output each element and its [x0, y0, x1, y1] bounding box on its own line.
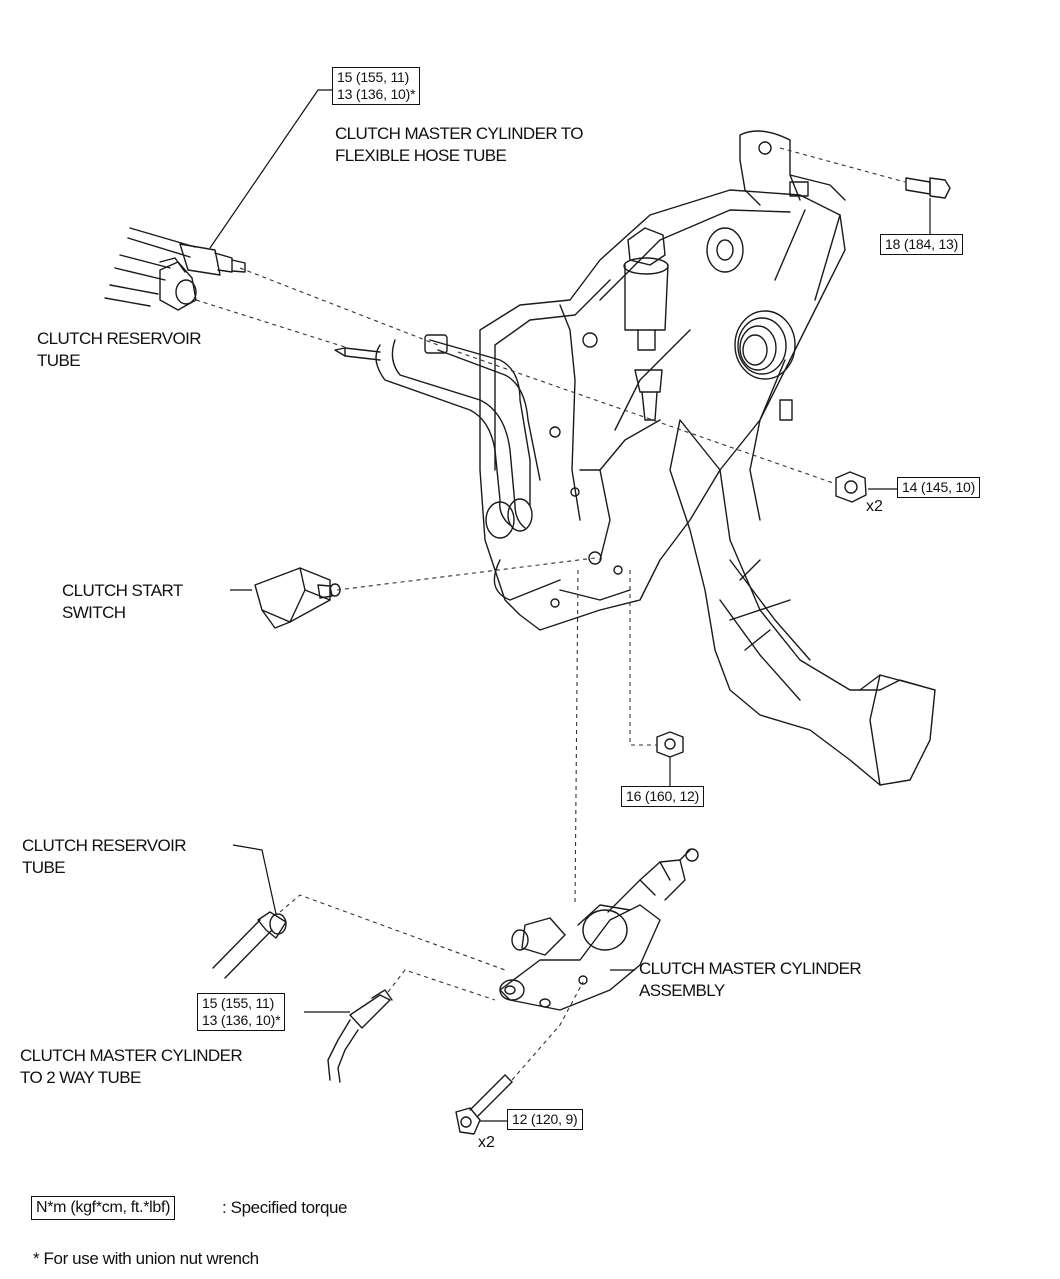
torque-value: 16 (160, 12) — [626, 788, 700, 804]
label-line: CLUTCH MASTER CYLINDER — [20, 1046, 243, 1065]
label-master-to-2-way-tube: CLUTCH MASTER CYLINDER TO 2 WAY TUBE — [20, 1045, 243, 1089]
pedal-position-sensor — [623, 227, 669, 421]
label-clutch-start-switch: CLUTCH START SWITCH — [62, 580, 183, 624]
label-clutch-master-cylinder-assembly: CLUTCH MASTER CYLINDER ASSEMBLY — [639, 958, 862, 1002]
pedal-bracket — [479, 130, 846, 631]
torque-box-top-union: 15 (155, 11) 13 (136, 10)* — [332, 67, 421, 105]
quantity-bolt-x2: x2 — [478, 1134, 495, 1151]
torque-box-bottom-union: 15 (155, 11) 13 (136, 10)* — [197, 993, 286, 1031]
label-clutch-reservoir-tube-bottom: CLUTCH RESERVOIR TUBE — [22, 835, 187, 879]
quantity-nut-x2: x2 — [866, 498, 883, 515]
label-line: SWITCH — [62, 603, 126, 622]
label-line: CLUTCH RESERVOIR — [37, 329, 202, 348]
clutch-start-switch-part — [254, 567, 341, 629]
nut-single-part — [656, 731, 684, 758]
label-line: TUBE — [37, 351, 81, 370]
torque-value-union-wrench: 13 (136, 10)* — [202, 1012, 281, 1028]
reservoir-tube-bottom-part — [212, 911, 287, 979]
torque-value: 18 (184, 13) — [885, 236, 959, 252]
pedal-tubes — [334, 334, 561, 601]
torque-box-nut-x2: 14 (145, 10) — [897, 477, 981, 498]
legend-footnote: * For use with union nut wrench — [33, 1249, 259, 1268]
torque-value: 15 (155, 11) — [337, 69, 410, 85]
label-line: FLEXIBLE HOSE TUBE — [335, 146, 507, 165]
bolt-x2-part — [455, 1074, 513, 1135]
master-cylinder-assembly-part — [499, 848, 699, 1011]
torque-value: 12 (120, 9) — [512, 1111, 578, 1127]
label-line: TUBE — [22, 858, 66, 877]
label-clutch-reservoir-tube-top: CLUTCH RESERVOIR TUBE — [37, 328, 202, 372]
torque-value: 15 (155, 11) — [202, 995, 275, 1011]
flexible-hose-tube-part — [104, 227, 246, 311]
bracket-bolt-part — [905, 177, 951, 199]
label-line: ASSEMBLY — [639, 981, 725, 1000]
torque-box-nut-single: 16 (160, 12) — [621, 786, 705, 807]
clutch-pedal-arm — [669, 359, 936, 786]
torque-value: 14 (145, 10) — [902, 479, 976, 495]
legend-torque-unit-box: N*m (kgf*cm, ft.*lbf) — [31, 1196, 176, 1220]
two-way-tube-part — [327, 989, 393, 1083]
label-master-to-flexible-hose-tube: CLUTCH MASTER CYLINDER TO FLEXIBLE HOSE … — [335, 123, 584, 167]
torque-value-union-wrench: 13 (136, 10)* — [337, 86, 416, 102]
label-line: CLUTCH MASTER CYLINDER TO — [335, 124, 584, 143]
label-line: CLUTCH START — [62, 581, 183, 600]
label-line: CLUTCH RESERVOIR — [22, 836, 187, 855]
torque-box-bolt-x2: 12 (120, 9) — [507, 1109, 583, 1130]
nut-x2-part — [835, 471, 867, 503]
label-line: CLUTCH MASTER CYLINDER — [639, 959, 862, 978]
torque-box-bracket-bolt: 18 (184, 13) — [880, 234, 964, 255]
legend-torque-description: : Specified torque — [222, 1198, 348, 1217]
pedal-return-spring — [734, 310, 796, 380]
label-line: TO 2 WAY TUBE — [20, 1068, 141, 1087]
